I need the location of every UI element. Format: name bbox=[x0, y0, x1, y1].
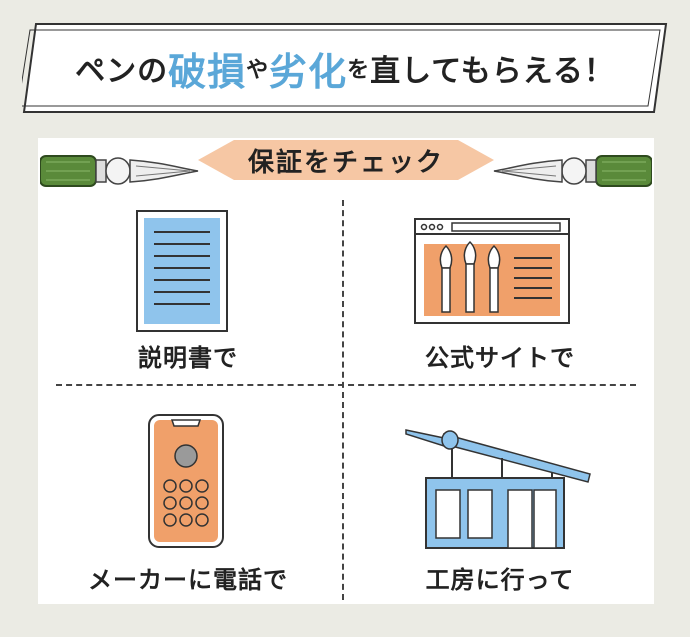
option-label-workshop: 工房に行って bbox=[425, 566, 575, 594]
option-workshop: 工房に行って bbox=[350, 414, 650, 594]
manual-icon bbox=[136, 210, 228, 332]
option-manual: 説明書で bbox=[38, 208, 338, 378]
fountain-pen-left-icon bbox=[40, 155, 199, 187]
title-text-4: 直してもらえる！ bbox=[370, 54, 615, 89]
fountain-pen-right-icon bbox=[493, 155, 652, 187]
option-label-manual: 説明書で bbox=[138, 344, 238, 372]
title-text-2: や bbox=[246, 58, 270, 83]
website-icon bbox=[414, 218, 570, 324]
title-text-3: を bbox=[347, 58, 371, 83]
title-highlight-damage: 破損 bbox=[168, 49, 247, 94]
divider-vertical bbox=[342, 200, 344, 600]
banner-frame bbox=[22, 23, 668, 113]
phone-icon bbox=[148, 414, 224, 548]
title-text-1: ペンの bbox=[75, 54, 169, 89]
warranty-panel: 保証をチェック 説明書で bbox=[38, 138, 654, 604]
option-label-phone: メーカーに電話で bbox=[88, 566, 288, 594]
header-banner: ペンの 破損 や 劣化 を 直してもらえる！ bbox=[22, 22, 668, 114]
divider-horizontal bbox=[56, 384, 636, 386]
option-label-website: 公式サイトで bbox=[425, 344, 575, 372]
check-ribbon: 保証をチェック bbox=[198, 136, 494, 184]
page-title: ペンの 破損 や 劣化 を 直してもらえる！ bbox=[22, 22, 668, 114]
option-website: 公式サイトで bbox=[350, 208, 650, 378]
check-title: 保証をチェック bbox=[247, 147, 444, 178]
option-phone: メーカーに電話で bbox=[38, 414, 338, 594]
workshop-icon bbox=[405, 429, 591, 549]
ribbon-shape bbox=[198, 140, 494, 180]
title-highlight-deterioration: 劣化 bbox=[269, 49, 348, 94]
